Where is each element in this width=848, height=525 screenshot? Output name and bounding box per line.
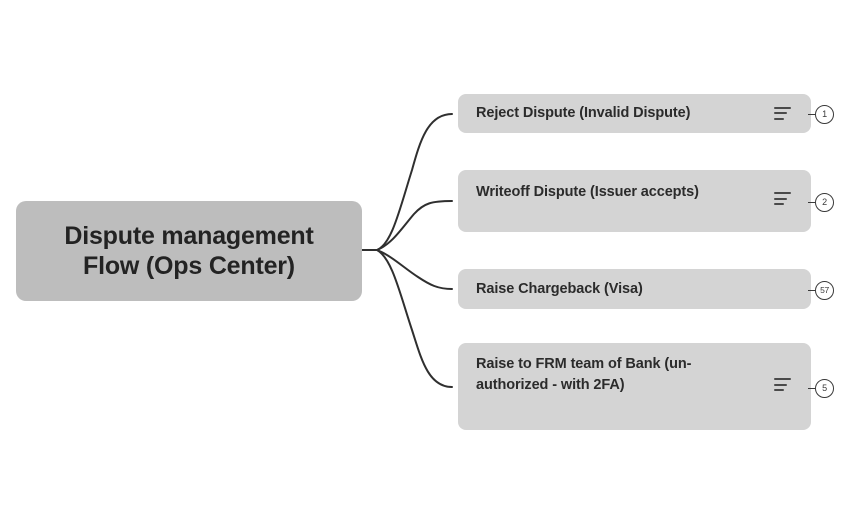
notes-icon[interactable] (774, 378, 791, 392)
child-node-reject-dispute[interactable]: Reject Dispute (Invalid Dispute) (458, 94, 811, 133)
root-label-line-2: Flow (Ops Center) (83, 252, 295, 280)
connector-to-child-3 (376, 249, 453, 290)
badge-stub (808, 113, 815, 116)
connector-to-child-4 (376, 249, 453, 388)
child-label-line-1: Raise to FRM team of Bank (un- (476, 356, 692, 372)
badge-count: 5 (815, 379, 834, 398)
child-node-content: Raise Chargeback (Visa) (476, 279, 793, 300)
badge-stub (808, 289, 815, 292)
child-node-label: Raise to FRM team of Bank (un- authorize… (476, 354, 764, 395)
root-node[interactable]: Dispute management Flow (Ops Center) (16, 201, 362, 301)
badge-child-4[interactable]: 5 (808, 379, 834, 398)
badge-child-3[interactable]: 57 (808, 281, 834, 300)
connector-to-child-2 (376, 200, 453, 251)
child-node-label: Reject Dispute (Invalid Dispute) (476, 105, 691, 122)
badge-count: 2 (815, 193, 834, 212)
badge-stub (808, 387, 815, 390)
notes-icon[interactable] (774, 192, 791, 205)
child-node-content: Reject Dispute (Invalid Dispute) (476, 103, 793, 124)
root-node-label: Dispute management Flow (Ops Center) (50, 221, 327, 282)
root-label-line-1: Dispute management (64, 221, 314, 250)
child-node-writeoff-dispute[interactable]: Writeoff Dispute (Issuer accepts) (458, 170, 811, 232)
badge-child-1[interactable]: 1 (808, 105, 834, 124)
badge-child-2[interactable]: 2 (808, 193, 834, 212)
child-node-content: Writeoff Dispute (Issuer accepts) (476, 179, 793, 205)
child-node-raise-chargeback[interactable]: Raise Chargeback (Visa) (458, 269, 811, 309)
child-label-line-2: authorized - with 2FA) (476, 376, 625, 393)
badge-count: 1 (815, 105, 834, 124)
badge-count: 57 (815, 281, 834, 300)
child-node-content: Raise to FRM team of Bank (un- authorize… (476, 354, 793, 395)
notes-icon[interactable] (774, 106, 791, 120)
child-node-raise-to-frm-team[interactable]: Raise to FRM team of Bank (un- authorize… (458, 343, 811, 430)
connector-to-child-1 (376, 113, 453, 251)
child-node-label: Raise Chargeback (Visa) (476, 280, 643, 297)
badge-stub (808, 201, 815, 204)
child-node-label: Writeoff Dispute (Issuer accepts) (476, 183, 699, 200)
